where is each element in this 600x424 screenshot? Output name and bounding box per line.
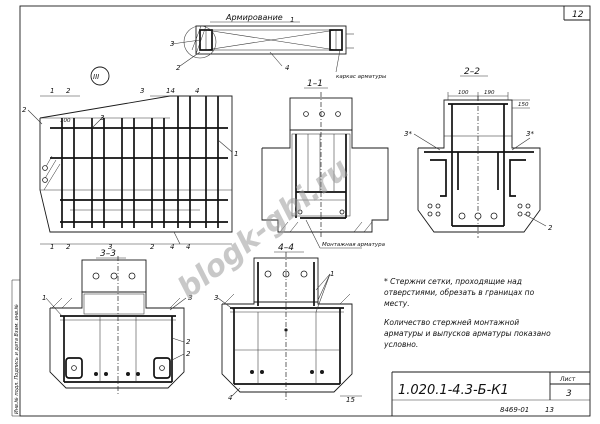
notes-block: * Стержни сетки, проходящие над отверсти… (384, 277, 551, 349)
section-1-1: 1–1 Монтажная арматура (261, 79, 389, 249)
callout-3star-left: 3* (404, 130, 412, 138)
dim-190-22: 190 (484, 90, 495, 96)
sheet-frame (19, 5, 591, 417)
callout-2-33a: 2 (186, 338, 191, 346)
callout-4-top: 4 (285, 64, 289, 72)
cut-2-left-top: 2 (66, 87, 71, 95)
dim-150-22: 150 (518, 102, 529, 108)
section-4-4-title: 4–4 (278, 243, 294, 253)
mount-rebar-label: Монтажная арматура (322, 242, 386, 248)
dim-100-side: 100 (60, 118, 71, 124)
watermark-text: blogk-gbi.ru (171, 151, 356, 306)
callout-1-44: 1 (330, 270, 334, 278)
section-3-3: 3–3 3 2 2 1 (42, 249, 192, 396)
section-marker-iii (90, 66, 110, 86)
section-roman: III (93, 73, 99, 81)
note-2: Количество стержней монтажной арматуры и… (384, 318, 551, 349)
cut-3-bottom: 3 (108, 243, 112, 251)
cut-3-top: 3 (140, 87, 144, 95)
callout-15-44: 15 (346, 396, 355, 404)
cut-2-bottom: 2 (66, 243, 71, 251)
cut-4-top: 4 (195, 87, 199, 95)
callout-4-44: 4 (228, 394, 232, 402)
cut-14-top: 14 (166, 87, 175, 95)
cut-2b-bottom: 2 (150, 243, 155, 251)
cut-1-left-top: 1 (50, 87, 54, 95)
callout-2-side: 2 (22, 106, 27, 114)
callout-1-top: 1 (290, 16, 294, 24)
reinforcement-overview: Армирование 3 2 4 1 каркас арматуры (170, 13, 387, 80)
footer-page: 13 (545, 406, 554, 414)
cut-4-bottom: 4 (170, 243, 174, 251)
side-elevation: III (22, 66, 238, 251)
callout-3star-right: 3* (526, 130, 534, 138)
callout-1-33: 1 (42, 294, 46, 302)
callout-2-top: 2 (176, 64, 181, 72)
callout-2-22: 2 (548, 224, 553, 232)
sheet-label: Лист (559, 376, 576, 383)
section-2-2-title: 2–2 (464, 67, 480, 77)
callout-1-side: 1 (234, 150, 238, 158)
left-margin-stamp: Инв.№ подл. Подпись и дата Взам. инв.№ (14, 304, 20, 414)
section-2-2: 2–2 100 190 150 (404, 67, 553, 238)
page-number: 12 (572, 10, 584, 20)
dim-100-22: 100 (458, 90, 469, 96)
title-reinforcement: Армирование (225, 13, 283, 22)
section-1-1-title: 1–1 (307, 79, 323, 89)
cut-4b-bottom: 4 (186, 243, 190, 251)
drawing-code: 1.020.1-4.3-Б-К1 (398, 383, 509, 398)
section-3-3-title: 3–3 (100, 249, 116, 259)
note-1: * Стержни сетки, проходящие над отверсти… (384, 277, 535, 308)
callout-3-33: 3 (188, 294, 192, 302)
bracket-rebar-label: каркас арматуры (336, 74, 387, 80)
footer-number: 8469-01 (500, 406, 529, 414)
section-4-4: 4–4 1 3 4 15 (214, 243, 362, 404)
sheet-number: 3 (566, 389, 572, 399)
cut-1-bottom: 1 (50, 243, 54, 251)
callout-2-33b: 2 (186, 350, 191, 358)
callout-3-44: 3 (214, 294, 218, 302)
